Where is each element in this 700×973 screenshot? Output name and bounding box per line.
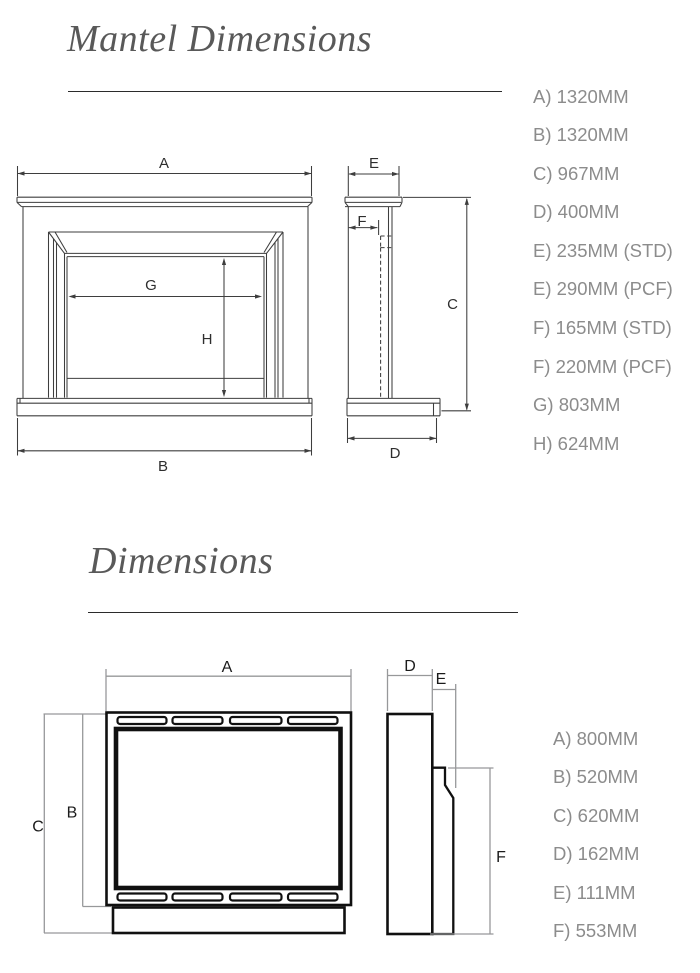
dim-label-c: C: [32, 819, 44, 836]
insert-side-view: D E F: [386, 658, 506, 936]
legend-item: B) 520MM: [553, 766, 639, 788]
legend-item: A) 800MM: [553, 727, 639, 749]
dim-label-d: D: [390, 445, 401, 462]
dim-label-c: C: [447, 296, 458, 313]
insert-drawing: A B C: [32, 658, 506, 936]
legend-item: D) 162MM: [553, 843, 640, 865]
legend-item: F) 165MM (STD): [533, 317, 672, 339]
legend-item: C) 967MM: [533, 162, 620, 184]
insert-title: Dimensions: [89, 540, 274, 582]
dim-label-e: E: [436, 671, 447, 688]
dim-label-a: A: [222, 659, 233, 676]
dim-label-h: H: [202, 331, 213, 348]
dim-label-d: D: [404, 658, 416, 675]
insert-legend: A) 800MM B) 520MM C) 620MM D) 162MM E) 1…: [553, 720, 639, 952]
dim-label-f: F: [496, 849, 506, 866]
dim-label-b: B: [67, 805, 78, 822]
legend-item: E) 235MM (STD): [533, 239, 673, 261]
legend-item: H) 624MM: [533, 432, 620, 454]
insert-front-view: A B C: [32, 659, 353, 935]
dim-label-e: E: [369, 155, 379, 172]
mantel-title: Mantel Dimensions: [67, 18, 373, 60]
legend-item: F) 553MM: [553, 920, 638, 942]
dim-label-b: B: [158, 458, 168, 473]
legend-item: E) 290MM (PCF): [533, 278, 673, 300]
legend-item: G) 803MM: [533, 394, 621, 416]
legend-item: E) 111MM: [553, 881, 636, 903]
dim-label-a: A: [159, 155, 169, 172]
mantel-side-view: E F: [344, 155, 471, 462]
dim-label-g: G: [145, 277, 157, 294]
dim-label-f: F: [357, 213, 366, 230]
mantel-front-view: A: [16, 155, 313, 473]
mantel-divider: [68, 91, 502, 92]
legend-item: C) 620MM: [553, 804, 640, 826]
mantel-drawing: A: [16, 155, 471, 473]
mantel-legend: A) 1320MM B) 1320MM C) 967MM D) 400MM E)…: [533, 78, 673, 464]
legend-item: B) 1320MM: [533, 124, 629, 146]
insert-divider: [88, 612, 518, 613]
legend-item: F) 220MM (PCF): [533, 355, 672, 377]
legend-item: A) 1320MM: [533, 85, 629, 107]
legend-item: D) 400MM: [533, 201, 620, 223]
